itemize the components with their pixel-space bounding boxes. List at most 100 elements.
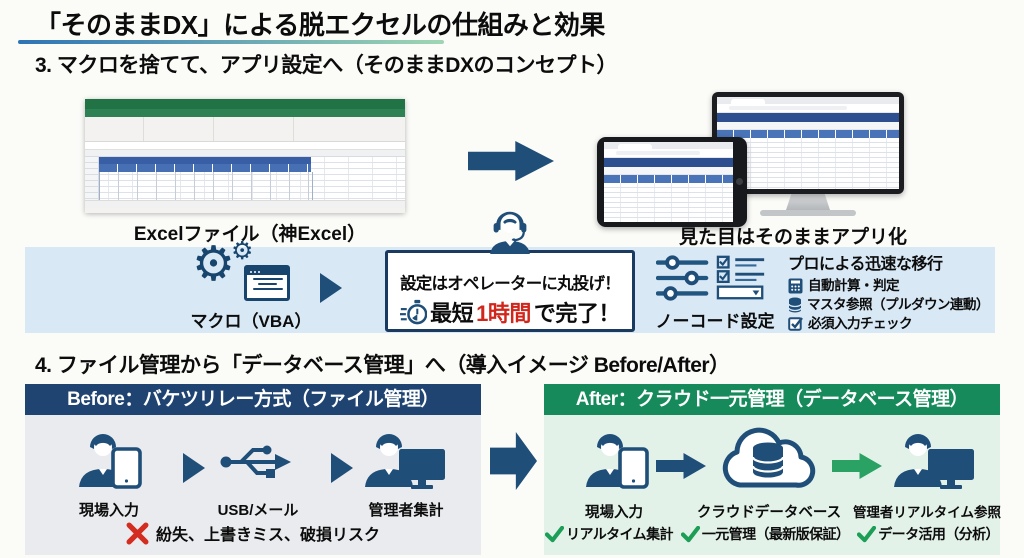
gear-icon: ⚙ xyxy=(231,237,254,265)
code-window-icon xyxy=(244,265,290,301)
browser-tabstrip xyxy=(717,97,899,104)
app-toolbar xyxy=(604,167,733,175)
excel-row-numbers xyxy=(85,157,99,200)
excel-formula-bar xyxy=(85,142,405,150)
after-step3-label: 管理者リアルタイム参照 xyxy=(852,505,1002,520)
excel-grid xyxy=(85,157,405,200)
risk-line: 紛失、上書きミス、破損リスク xyxy=(25,521,481,545)
monitor-app-screen xyxy=(717,97,899,189)
callout-line2-prefix: 最短 xyxy=(430,301,474,326)
check-item: リアルタイム集計 xyxy=(545,524,673,544)
arrow-right-icon xyxy=(832,453,882,479)
triangle-arrow-icon xyxy=(331,453,353,483)
stopwatch-icon xyxy=(400,299,428,324)
app-header-bar xyxy=(604,158,733,167)
check-label: 一元管理（最新版保証） xyxy=(701,526,850,542)
checks-line: リアルタイム集計 一元管理（最新版保証） データ活用（分析） xyxy=(544,524,1000,544)
operator-headset-icon xyxy=(490,211,530,254)
excel-table-body xyxy=(99,172,313,200)
before-title: Before：バケツリレー方式（ファイル管理） xyxy=(25,384,481,415)
benefit-item: 必須入力チェック xyxy=(788,314,998,333)
excel-titlebar xyxy=(85,99,405,109)
check-icon xyxy=(545,525,565,542)
before-step2-label: USB/メール xyxy=(217,502,299,519)
callout-line1: 設定はオペレーターに丸投げ！ xyxy=(400,275,621,293)
database-icon xyxy=(788,297,802,312)
macro-label: マクロ（VBA） xyxy=(190,312,312,331)
benefits-title: プロによる迅速な移行 xyxy=(788,256,943,273)
gear-icon: ⚙ xyxy=(192,238,236,291)
check-label: データ活用（分析） xyxy=(878,526,999,542)
person-tablet-icon xyxy=(79,434,142,489)
person-monitor-icon xyxy=(365,434,445,489)
check-item: データ活用（分析） xyxy=(857,524,999,544)
checklist-dropdown-icon xyxy=(716,255,765,300)
excel-table-title-row xyxy=(99,157,311,164)
monitor-stand-base xyxy=(760,210,856,216)
section4-heading: 4. ファイル管理から「データベース管理」へ（導入イメージ Before/Aft… xyxy=(35,354,730,377)
triangle-arrow-icon xyxy=(320,273,342,303)
after-body: 現場入力 クラウドデータベース 管理者リアルタイム参照 xyxy=(544,415,1002,555)
cloud-database-icon xyxy=(722,427,816,488)
excel-caption: Excelファイル（神Excel） xyxy=(133,224,367,245)
check-icon xyxy=(857,525,877,542)
app-table-rows xyxy=(604,183,733,222)
app-header-bar xyxy=(717,113,899,122)
excel-window-mock xyxy=(85,99,405,213)
callout-line2-highlight: 1時間 xyxy=(476,301,531,326)
check-item: 一元管理（最新版保証） xyxy=(680,524,850,544)
after-step1-label: 現場入力 xyxy=(585,505,643,521)
usb-icon xyxy=(220,445,291,478)
triangle-arrow-icon xyxy=(183,453,205,483)
app-table-rows xyxy=(717,138,899,189)
after-box: After：クラウド一元管理（データベース管理） 現場入力 クラウドデータベース xyxy=(544,384,1002,555)
nocode-settings-group: ノーコード設定 xyxy=(650,251,780,331)
callout-line2-suffix: で完了！ xyxy=(533,301,621,326)
benefit-label: マスタ参照（プルダウン連動） xyxy=(807,297,990,312)
after-title: After：クラウド一元管理（データベース管理） xyxy=(544,384,1000,415)
app-toolbar xyxy=(717,122,899,130)
page-title: 「そのままDX」による脱エクセルの仕組みと効果 xyxy=(35,10,605,40)
app-table-header xyxy=(604,175,733,183)
check-icon xyxy=(680,525,700,542)
benefit-label: 自動計算・判定 xyxy=(808,278,900,293)
risk-text: 紛失、上書きミス、破損リスク xyxy=(155,527,380,544)
nocode-label: ノーコード設定 xyxy=(655,312,775,331)
excel-column-headers xyxy=(85,150,405,157)
checkbox-icon xyxy=(788,317,803,331)
monitor-stand-neck xyxy=(786,194,830,210)
arrow-right-icon xyxy=(468,141,554,181)
before-step1-label: 現場入力 xyxy=(78,502,139,519)
x-mark-icon xyxy=(126,522,149,544)
excel-ribbon xyxy=(85,117,405,142)
section3-heading: 3. マクロを捨てて、アプリ設定へ（そのままDXのコンセプト） xyxy=(35,54,617,77)
excel-status-bar xyxy=(85,208,405,213)
macro-vba-group: ⚙ ⚙ マクロ（VBA） xyxy=(178,239,324,332)
sliders-icon xyxy=(656,255,709,301)
tablet-mock xyxy=(597,137,747,227)
app-table-header xyxy=(717,130,899,138)
excel-sheet-tabs xyxy=(85,200,405,208)
check-label: リアルタイム集計 xyxy=(566,526,673,542)
before-body: 現場入力 USB/メール xyxy=(25,415,481,555)
benefit-item: 自動計算・判定 xyxy=(788,276,998,295)
person-tablet-icon xyxy=(586,434,649,489)
tablet-home-button xyxy=(736,178,743,185)
arrow-right-icon xyxy=(490,432,537,490)
arrow-right-icon xyxy=(656,453,706,479)
before-box: Before：バケツリレー方式（ファイル管理） 現場入力 xyxy=(25,384,481,555)
devices-caption: 見た目はそのままアプリ化 xyxy=(678,227,907,248)
excel-table-header-row xyxy=(99,164,311,172)
browser-urlbar xyxy=(717,104,899,113)
calculator-icon xyxy=(788,278,803,293)
benefit-label: 必須入力チェック xyxy=(808,316,913,331)
tablet-app-screen xyxy=(604,142,733,222)
browser-tabstrip xyxy=(604,142,733,149)
benefits-list: プロによる迅速な移行 自動計算・判定 マスタ参照（プルダウン連動） xyxy=(788,250,998,333)
title-underline xyxy=(18,40,444,44)
after-step2-label: クラウドデータベース xyxy=(696,505,842,521)
browser-urlbar xyxy=(604,149,733,158)
